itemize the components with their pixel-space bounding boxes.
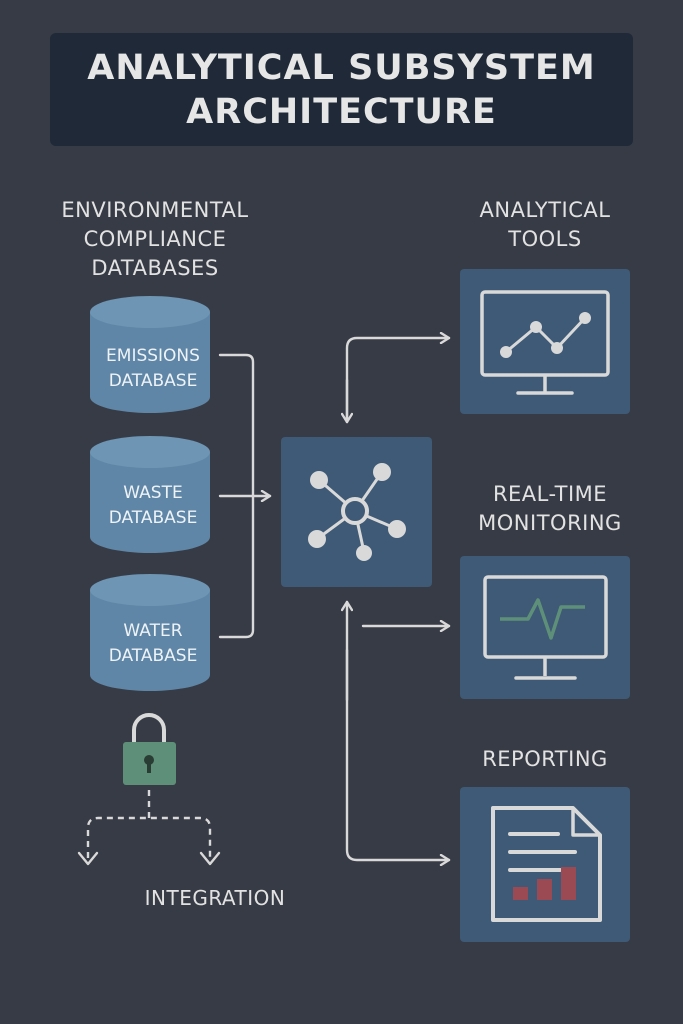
database-to-hub-connector: [218, 353, 272, 639]
report-document-icon: [491, 806, 602, 922]
hub-reporting-connector: [347, 600, 451, 860]
pulse-monitor-icon: [483, 575, 608, 680]
reporting-heading: REPORTING: [482, 747, 608, 771]
databases-heading: ENVIRONMENTAL COMPLIANCE DATABASES: [61, 198, 249, 280]
hub-tools-connector: [347, 338, 451, 424]
analytical-tools-heading: ANALYTICAL TOOLS: [479, 198, 611, 251]
integration-arrowheads: [77, 851, 221, 866]
real-time-monitoring-heading: REAL-TIME MONITORING: [478, 482, 622, 535]
emissions-database-cylinder: [90, 296, 210, 413]
water-database-label: WATER DATABASE: [108, 621, 198, 666]
lock-icon: [123, 713, 176, 785]
water-database-cylinder: [90, 574, 210, 691]
network-hub-icon: [308, 463, 406, 561]
waste-database-cylinder: [90, 436, 210, 553]
title-banner: ANALYTICAL SUBSYSTEM ARCHITECTURE: [50, 33, 633, 146]
emissions-database-label: EMISSIONS DATABASE: [106, 346, 200, 391]
waste-database-label: WASTE DATABASE: [108, 483, 198, 528]
integration-connector: [86, 790, 212, 858]
integration-label: INTEGRATION: [144, 886, 286, 910]
line-chart-monitor-icon: [480, 290, 610, 395]
page-title: ANALYTICAL SUBSYSTEM ARCHITECTURE: [87, 47, 596, 132]
